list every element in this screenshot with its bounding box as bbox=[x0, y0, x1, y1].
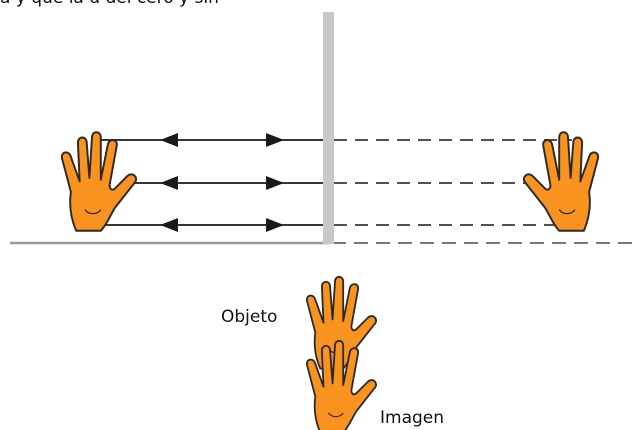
arrow-right-2 bbox=[266, 176, 284, 190]
arrow-right-1 bbox=[266, 133, 284, 147]
arrow-left-3 bbox=[160, 218, 178, 232]
top-caption: a y que la d del cero y sin bbox=[0, 0, 638, 8]
arrow-left-2 bbox=[160, 176, 178, 190]
object-label: Objeto bbox=[221, 307, 278, 327]
image-hand-icon bbox=[522, 131, 600, 232]
ray-arrows-right bbox=[266, 133, 284, 232]
virtual-rays bbox=[334, 139, 572, 226]
arrow-right-3 bbox=[266, 218, 284, 232]
image-label: Imagen bbox=[380, 408, 445, 428]
ray-arrows-left bbox=[160, 133, 178, 232]
mirror bbox=[323, 12, 334, 244]
object-hand-icon bbox=[60, 131, 138, 232]
arrow-left-1 bbox=[160, 133, 178, 147]
